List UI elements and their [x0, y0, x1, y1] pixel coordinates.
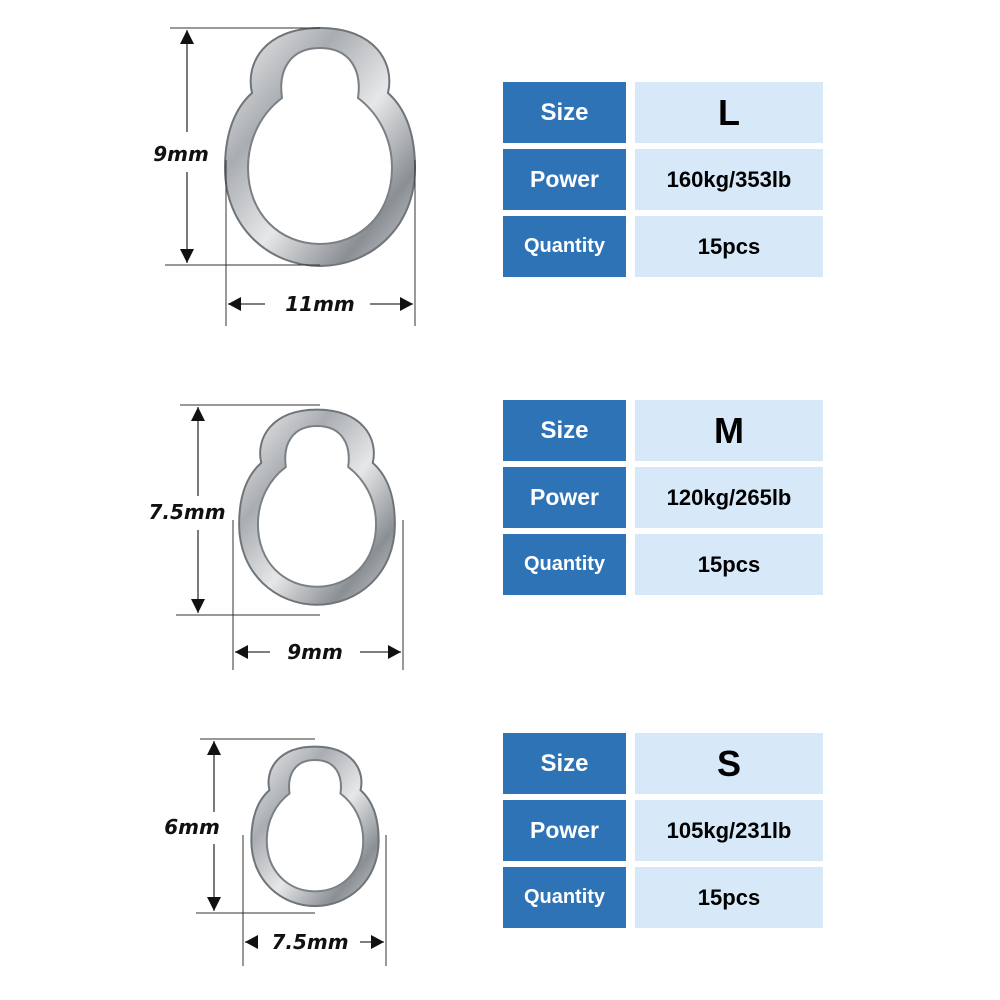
- power-value: 160kg/353lb: [635, 149, 823, 210]
- height-label-small: 6mm: [164, 815, 220, 839]
- size-value: L: [635, 82, 823, 143]
- power-value: 105kg/231lb: [635, 800, 823, 861]
- height-dimension-small: 6mm: [164, 738, 315, 914]
- split-ring-medium: [238, 408, 396, 606]
- spec-row-quantity: Quantity 15pcs: [503, 534, 823, 595]
- width-label-large: 11mm: [285, 292, 355, 316]
- ring-inner-medium: [256, 425, 378, 588]
- power-value: 120kg/265lb: [635, 467, 823, 528]
- size-header: Size: [503, 733, 626, 794]
- split-ring-large: [223, 26, 417, 268]
- size-header: Size: [503, 82, 626, 143]
- quantity-value: 15pcs: [635, 867, 823, 928]
- quantity-value: 15pcs: [635, 534, 823, 595]
- spec-row-size: Size S: [503, 733, 823, 794]
- spec-row-power: Power 160kg/353lb: [503, 149, 823, 210]
- spec-row-quantity: Quantity 15pcs: [503, 216, 823, 277]
- power-header: Power: [503, 467, 626, 528]
- spec-row-size: Size M: [503, 400, 823, 461]
- spec-row-size: Size L: [503, 82, 823, 143]
- spec-table-medium: Size M Power 120kg/265lb Quantity 15pcs: [503, 400, 823, 596]
- quantity-header: Quantity: [503, 534, 626, 595]
- height-label-large: 9mm: [153, 142, 209, 166]
- ring-diagram-medium: 7.5mm 9mm: [148, 404, 404, 670]
- quantity-value: 15pcs: [635, 216, 823, 277]
- width-label-medium: 9mm: [287, 640, 343, 664]
- width-dimension-medium: 9mm: [232, 520, 404, 670]
- ring-diagram-large: 9mm 11mm: [153, 26, 417, 326]
- height-dimension-medium: 7.5mm: [148, 404, 320, 616]
- product-panel-large: 9mm 11mm Size L Power 160kg/353lb Quanti…: [0, 0, 1000, 340]
- spec-table-large: Size L Power 160kg/353lb Quantity 15pcs: [503, 82, 823, 278]
- quantity-header: Quantity: [503, 216, 626, 277]
- spec-row-quantity: Quantity 15pcs: [503, 867, 823, 928]
- width-dimension-small: 7.5mm: [242, 835, 387, 966]
- product-panel-medium: 7.5mm 9mm Size M Power 120kg/265lb Quant…: [0, 390, 1000, 680]
- spec-row-power: Power 105kg/231lb: [503, 800, 823, 861]
- ring-inner-small: [265, 758, 365, 893]
- spec-table-small: Size S Power 105kg/231lb Quantity 15pcs: [503, 733, 823, 929]
- height-dimension-large: 9mm: [153, 27, 320, 266]
- spec-row-power: Power 120kg/265lb: [503, 467, 823, 528]
- size-header: Size: [503, 400, 626, 461]
- power-header: Power: [503, 149, 626, 210]
- ring-inner-large: [246, 46, 394, 246]
- power-header: Power: [503, 800, 626, 861]
- ring-diagram-small: 6mm 7.5mm: [164, 738, 387, 966]
- quantity-header: Quantity: [503, 867, 626, 928]
- size-value: M: [635, 400, 823, 461]
- size-value: S: [635, 733, 823, 794]
- width-label-small: 7.5mm: [271, 930, 348, 954]
- product-panel-small: 6mm 7.5mm Size S Power 105kg/231lb Quant…: [0, 720, 1000, 990]
- width-dimension-large: 11mm: [225, 160, 416, 326]
- split-ring-small: [250, 745, 380, 908]
- height-label-medium: 7.5mm: [148, 500, 225, 524]
